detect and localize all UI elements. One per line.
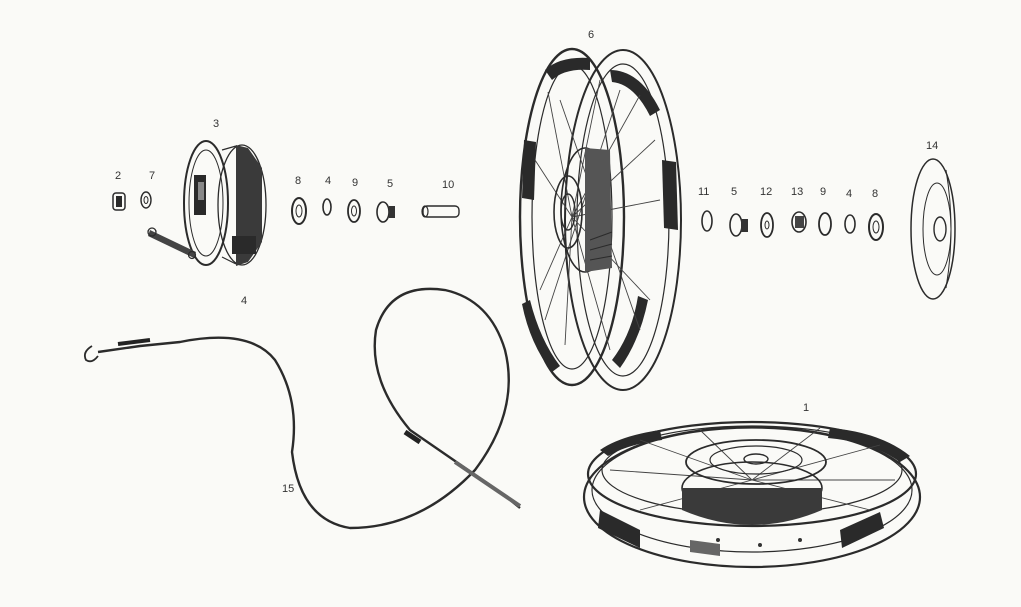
part-10-axle-tube: [421, 205, 460, 218]
callout-4-right: 4: [846, 188, 853, 200]
part-8-bearing: [291, 197, 307, 225]
part-4-spacer: [322, 198, 332, 216]
part-5-bush-right: [729, 213, 748, 237]
part-7-washer: [140, 191, 152, 209]
callout-15: 15: [282, 483, 295, 495]
callout-11: 11: [698, 186, 710, 198]
callout-9-right: 9: [820, 186, 827, 198]
callout-8-left: 8: [295, 175, 302, 187]
callout-5-left: 5: [387, 178, 394, 190]
callout-4-lever: 4: [241, 295, 248, 307]
callout-10: 10: [442, 179, 455, 191]
part-15-brake-cable: [83, 287, 522, 530]
callout-5-right: 5: [731, 186, 738, 198]
part-2-nut: [112, 192, 126, 211]
callout-6: 6: [588, 29, 595, 41]
part-1-wheel-top: [582, 420, 922, 569]
callout-13: 13: [791, 186, 804, 198]
callout-14: 14: [926, 140, 939, 152]
part-6-wheel-side: [518, 47, 682, 391]
part-4-spacer-right: [844, 214, 856, 234]
callout-9-left: 9: [352, 177, 359, 189]
part-3-brake-drum: [147, 140, 267, 266]
part-9-seal-right: [818, 212, 832, 236]
callout-1: 1: [803, 402, 810, 414]
callout-3: 3: [213, 118, 220, 130]
part-11-ring: [701, 210, 713, 232]
part-8-bearing-right: [868, 213, 884, 241]
part-12-washer: [760, 212, 774, 238]
part-5-bush: [376, 201, 395, 223]
callout-8-right: 8: [872, 188, 879, 200]
part-13-spacer: [791, 211, 807, 233]
part-14-cover-disc: [910, 158, 956, 300]
callout-2: 2: [115, 170, 122, 182]
callout-12: 12: [760, 186, 773, 198]
callout-4-left: 4: [325, 175, 332, 187]
callout-7: 7: [149, 170, 156, 182]
part-9-seal: [347, 199, 361, 223]
